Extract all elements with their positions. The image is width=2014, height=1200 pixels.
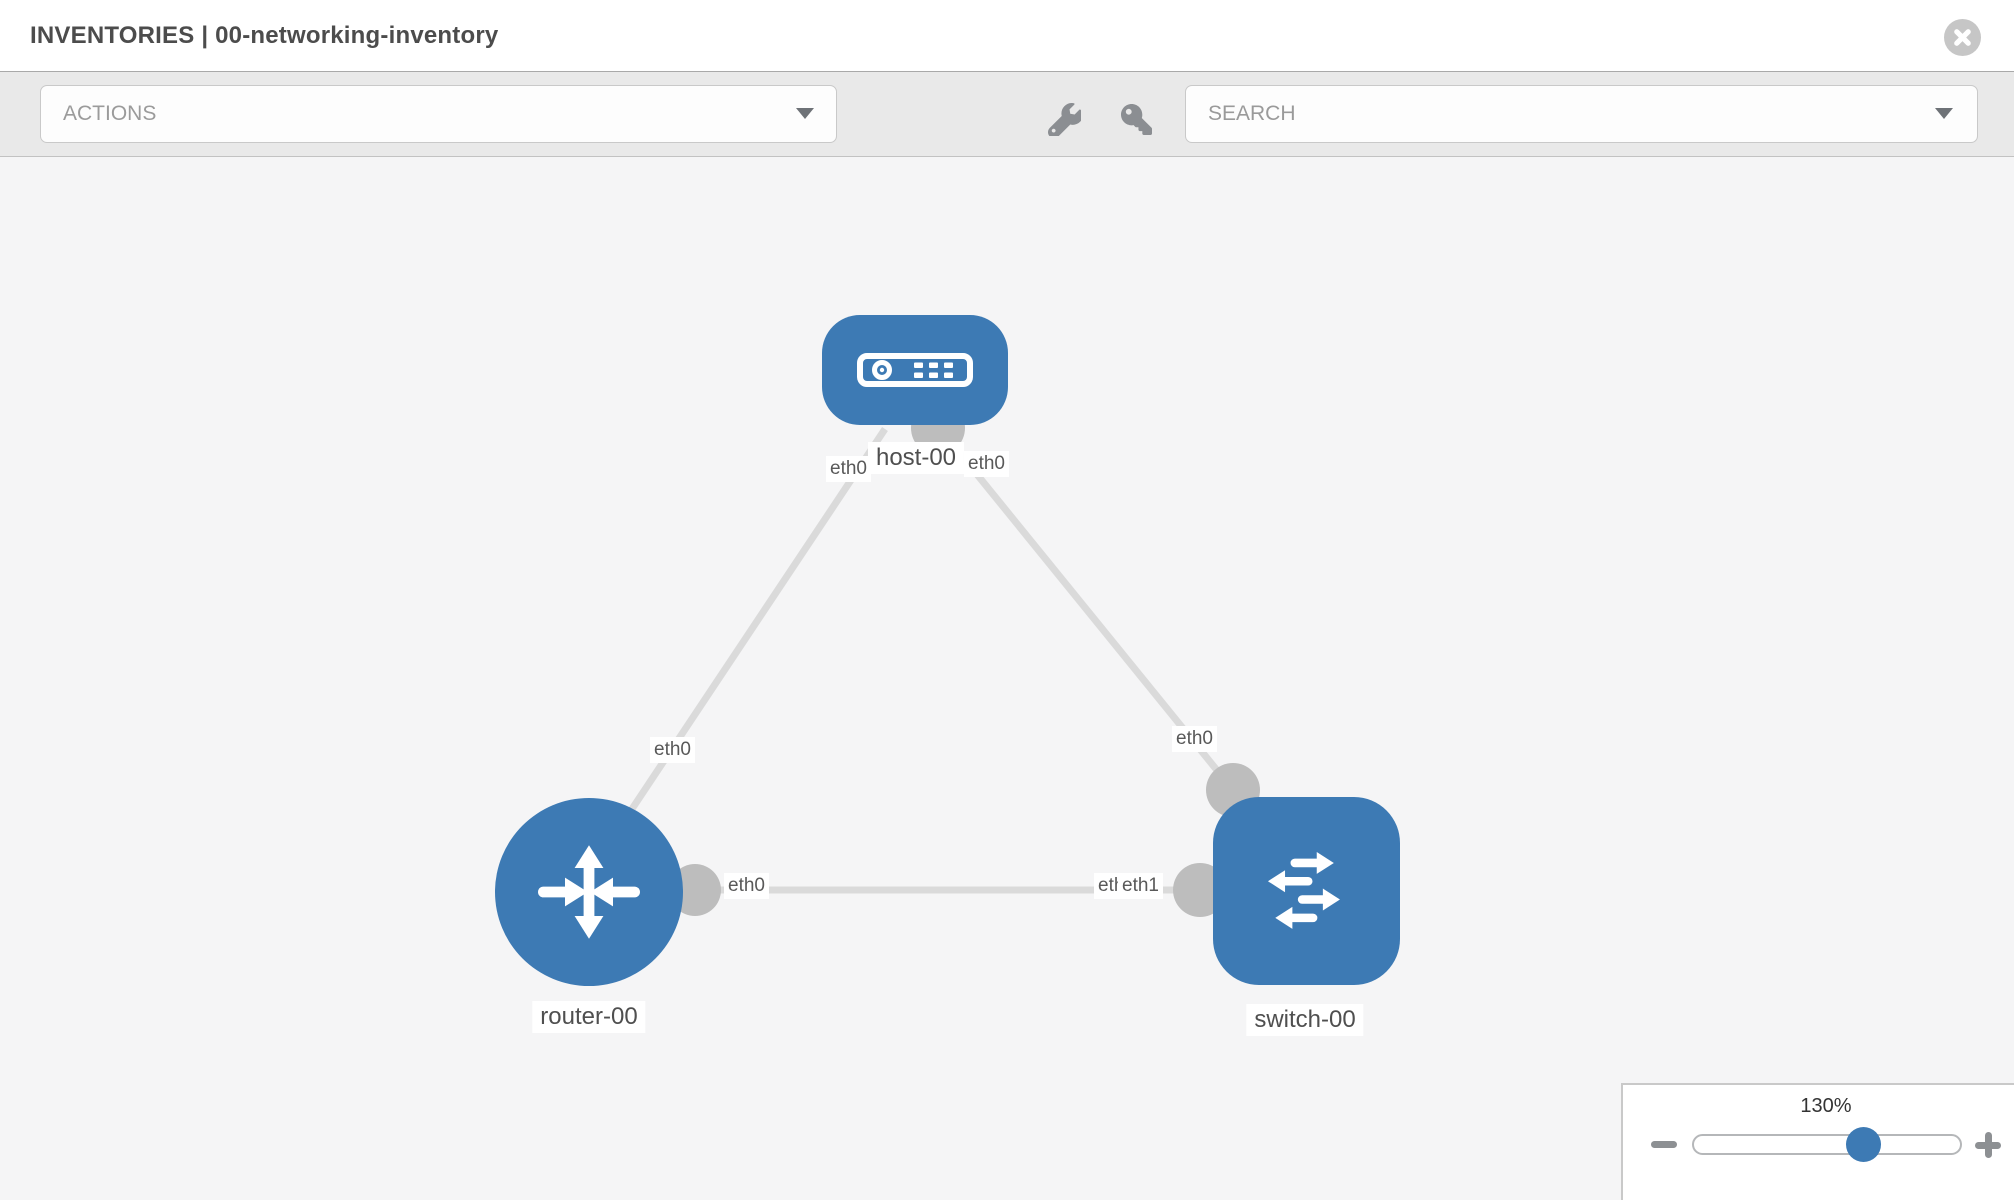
router-icon — [538, 845, 640, 939]
zoom-out-button[interactable] — [1651, 1141, 1677, 1148]
if-label-switch-eth1: eth1 — [1118, 873, 1163, 899]
header: INVENTORIES | 00-networking-inventory — [0, 0, 2014, 71]
zoom-in-button[interactable] — [1975, 1132, 2001, 1158]
wrench-glyph — [1047, 102, 1084, 139]
zoom-level: 130% — [1800, 1095, 1852, 1117]
switch-icon — [1267, 851, 1340, 929]
key-glyph — [1121, 104, 1152, 135]
if-label-router-eth0-uplink: eth0 — [650, 737, 695, 763]
if-label-router-eth0: eth0 — [724, 873, 769, 899]
wrench-icon[interactable] — [1047, 102, 1084, 139]
key-icon[interactable] — [1121, 104, 1152, 135]
toolbar-tools — [1047, 102, 1152, 139]
node-label-switch-00: switch-00 — [1246, 1004, 1364, 1036]
actions-dropdown[interactable]: ACTIONS — [40, 85, 837, 143]
node-host-00[interactable] — [822, 315, 1008, 425]
node-label-host-00: host-00 — [867, 442, 965, 474]
search-input[interactable] — [1186, 86, 1935, 142]
if-label-host-eth0-right: eth0 — [964, 451, 1009, 477]
zoom-slider-handle[interactable] — [1846, 1127, 1881, 1162]
node-switch-00[interactable] — [1213, 797, 1400, 985]
node-router-00[interactable] — [495, 798, 683, 986]
chevron-down-icon — [1935, 108, 1953, 119]
close-icon — [1954, 29, 1971, 46]
link-host-router[interactable] — [597, 427, 888, 859]
node-label-router-00: router-00 — [532, 1001, 646, 1033]
actions-dropdown-label: ACTIONS — [63, 102, 157, 125]
topology-links-layer — [597, 401, 1260, 917]
host-icon — [857, 353, 973, 387]
zoom-slider-track[interactable] — [1692, 1134, 1962, 1155]
close-button[interactable] — [1944, 19, 1981, 56]
toolbar: ACTIONS — [0, 71, 2014, 157]
chevron-down-icon — [796, 108, 814, 119]
search-box[interactable] — [1185, 85, 1978, 143]
if-label-switch-eth0: eth0 — [1172, 726, 1217, 752]
zoom-panel: 130% — [1621, 1083, 2014, 1200]
topology-canvas[interactable]: eth0 eth0 eth0 eth0 eth0 eth0 eth1 host-… — [0, 157, 2014, 1200]
page-title: INVENTORIES | 00-networking-inventory — [30, 22, 499, 49]
if-label-host-eth0-left: eth0 — [826, 456, 871, 482]
